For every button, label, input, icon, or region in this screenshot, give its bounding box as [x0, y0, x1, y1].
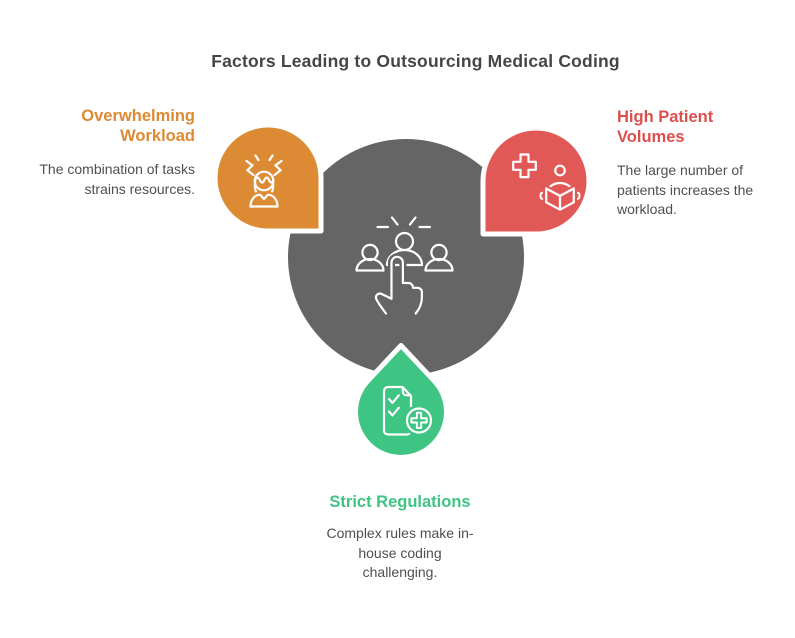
- factor-heading-regulations: Strict Regulations: [329, 493, 471, 511]
- factor-label-patient-volumes: High Patient Volumes The large number of…: [617, 107, 789, 220]
- page-title: Factors Leading to Outsourcing Medical C…: [211, 51, 620, 71]
- checklist-document-plus-icon: [382, 385, 435, 437]
- factor-label-workload: Overwhelming Workload The combination of…: [20, 106, 195, 199]
- patient-volumes-node: [480, 125, 592, 237]
- people-selection-pointer-icon: [355, 216, 454, 317]
- factor-heading-workload: Overwhelming Workload: [81, 107, 195, 146]
- factor-description-regulations: Complex rules make in-house coding chall…: [326, 525, 474, 581]
- center-circle: [288, 139, 524, 375]
- factor-label-regulations: Strict Regulations Complex rules make in…: [287, 492, 513, 583]
- factor-description-workload: The combination of tasks strains resourc…: [39, 161, 195, 197]
- factor-description-patient-volumes: The large number of patients increases t…: [617, 162, 754, 218]
- factor-heading-patient-volumes: High Patient Volumes: [617, 108, 714, 147]
- medical-cross-reading-person-icon: [512, 153, 581, 213]
- stressed-person-icon: [245, 154, 283, 208]
